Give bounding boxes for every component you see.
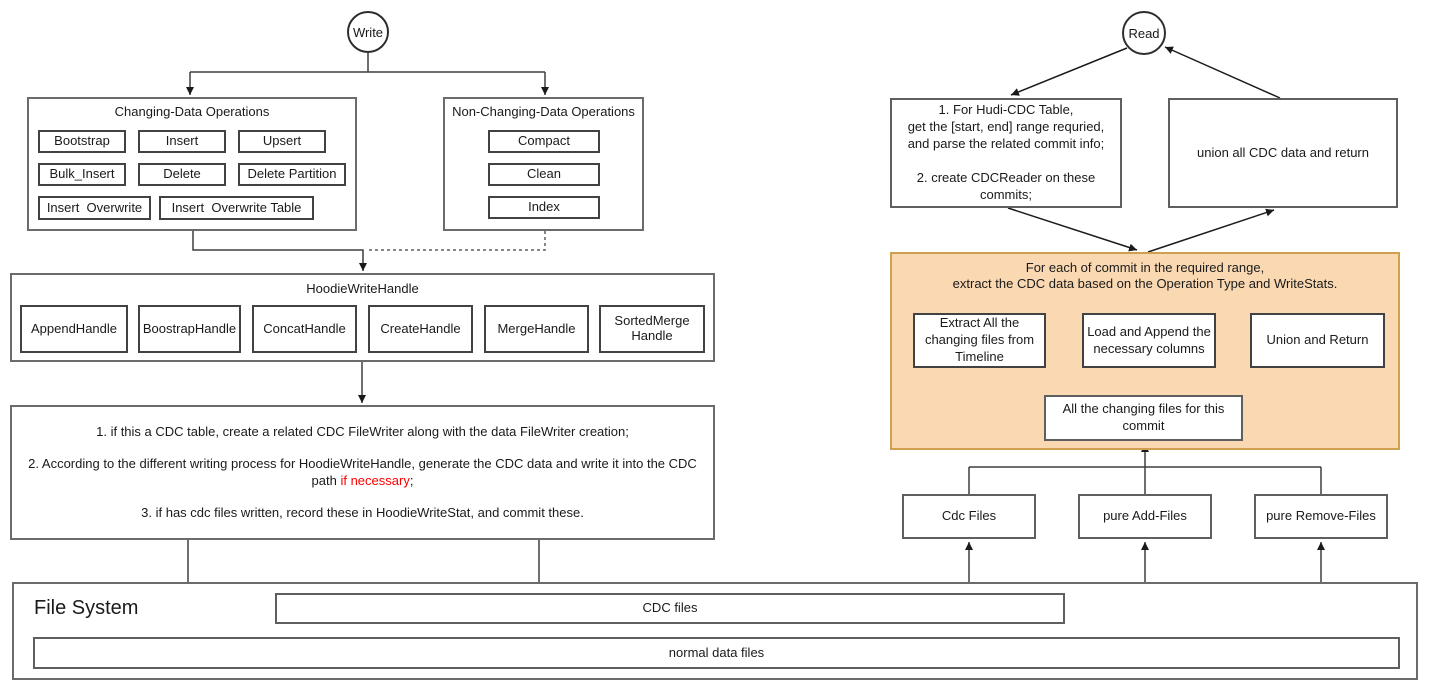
changing-files-for-commit-text: All the changing files for this commit [1062, 401, 1225, 433]
op-index-label: Index [528, 199, 560, 215]
sorted-merge-handle-label: SortedMerge Handle [614, 313, 690, 343]
op-index[interactable]: Index [488, 196, 600, 219]
op-clean[interactable]: Clean [488, 163, 600, 186]
read-node-label: Read [1128, 25, 1160, 41]
pure-add-files-label: pure Add-Files [1103, 508, 1187, 524]
op-upsert[interactable]: Upsert [238, 130, 326, 153]
boostrap-handle-box[interactable]: BoostrapHandle [138, 305, 241, 353]
extract-changing-files-text: Extract All the changing files from Time… [924, 315, 1035, 364]
arrow-read-to-reader [1010, 47, 1128, 96]
load-append-columns-box[interactable]: Load and Append the necessary columns [1082, 313, 1216, 368]
read-node[interactable]: Read [1122, 11, 1166, 55]
pure-add-files-box[interactable]: pure Add-Files [1078, 494, 1212, 539]
non-changing-data-operations-title: Non-Changing-Data Operations [452, 104, 635, 119]
op-insert-overwrite-table[interactable]: Insert Overwrite Table [159, 196, 314, 220]
create-handle-box[interactable]: CreateHandle [368, 305, 473, 353]
changing-files-for-commit-box[interactable]: All the changing files for this commit [1044, 395, 1243, 441]
op-bootstrap[interactable]: Bootstrap [38, 130, 126, 153]
changing-data-operations-title: Changing-Data Operations [114, 104, 270, 119]
concat-handle-label: ConcatHandle [263, 320, 346, 336]
write-branch-stem [190, 53, 545, 73]
op-insert[interactable]: Insert [138, 130, 226, 153]
op-delete-partition-label: Delete Partition [247, 166, 337, 182]
write-node[interactable]: Write [347, 11, 389, 53]
concat-handle-box[interactable]: ConcatHandle [252, 305, 357, 353]
load-append-columns-text: Load and Append the necessary columns [1087, 323, 1211, 356]
cdc-files-bar[interactable]: CDC files [275, 593, 1065, 624]
op-insert-label: Insert [165, 133, 199, 149]
op-delete[interactable]: Delete [138, 163, 226, 186]
hoodie-write-handle-title: HoodieWriteHandle [306, 281, 419, 296]
writer-note-1: 1. if this a CDC table, create a related… [96, 424, 629, 439]
op-insert-overwrite-label: Insert Overwrite [46, 199, 143, 215]
file-system-title: File System [34, 597, 139, 619]
writer-note-2-suffix: ; [409, 472, 414, 488]
cdc-files-group-box[interactable]: Cdc Files [902, 494, 1036, 539]
op-compact-label: Compact [517, 133, 571, 149]
op-bulk-insert-label: Bulk_Insert [49, 166, 115, 182]
normal-data-files-bar-label: normal data files [668, 644, 765, 660]
pure-remove-files-label: pure Remove-Files [1266, 508, 1376, 524]
op-delete-partition[interactable]: Delete Partition [238, 163, 346, 186]
union-result-text: union all CDC data and return [1197, 144, 1369, 160]
cdc-files-bar-label: CDC files [642, 600, 698, 616]
cdc-reader-steps-text: 1. For Hudi-CDC Table, get the [start, e… [907, 102, 1105, 202]
op-insert-overwrite-table-label: Insert Overwrite Table [171, 199, 302, 215]
normal-data-files-bar[interactable]: normal data files [33, 637, 1400, 669]
filegroups-connector [968, 466, 1322, 494]
arrow-changing-to-handle [192, 231, 367, 271]
pure-remove-files-box[interactable]: pure Remove-Files [1254, 494, 1388, 539]
writer-note-3: 3. if has cdc files written, record thes… [141, 504, 584, 520]
union-result-box[interactable]: union all CDC data and return [1168, 98, 1398, 208]
boostrap-handle-label: BoostrapHandle [142, 320, 237, 336]
extract-changing-files-box[interactable]: Extract All the changing files from Time… [913, 313, 1046, 368]
op-bulk-insert[interactable]: Bulk_Insert [38, 163, 126, 186]
op-upsert-label: Upsert [262, 133, 302, 149]
op-bootstrap-label: Bootstrap [54, 133, 110, 149]
arrow-union-to-read [1164, 46, 1281, 99]
dashed-nonchanging-to-handle [366, 231, 546, 251]
append-handle-label: AppendHandle [30, 320, 118, 336]
create-handle-label: CreateHandle [380, 320, 461, 336]
cdc-reader-steps-box[interactable]: 1. For Hudi-CDC Table, get the [start, e… [890, 98, 1122, 208]
merge-handle-box[interactable]: MergeHandle [484, 305, 589, 353]
arrow-reader-to-percommit [1007, 207, 1138, 252]
op-clean-label: Clean [527, 166, 561, 182]
writer-note-2-red: if necessary [340, 472, 410, 488]
per-commit-extract-title: For each of commit in the required range… [952, 260, 1338, 291]
union-and-return-box[interactable]: Union and Return [1250, 313, 1385, 368]
arrow-percommit-to-union [1147, 208, 1275, 253]
append-handle-box[interactable]: AppendHandle [20, 305, 128, 353]
cdc-files-group-label: Cdc Files [941, 508, 997, 524]
union-and-return-text: Union and Return [1266, 332, 1369, 348]
writer-note-2-prefix: 2. According to the different writing pr… [28, 456, 697, 488]
op-delete-label: Delete [163, 166, 201, 182]
cdc-writer-notes-box[interactable]: 1. if this a CDC table, create a related… [10, 405, 715, 540]
op-insert-overwrite[interactable]: Insert Overwrite [38, 196, 151, 220]
writer-note-2: 2. According to the different writing pr… [22, 456, 703, 489]
sorted-merge-handle-box[interactable]: SortedMerge Handle [599, 305, 705, 353]
op-compact[interactable]: Compact [488, 130, 600, 153]
merge-handle-label: MergeHandle [497, 320, 576, 336]
write-node-label: Write [352, 24, 384, 40]
